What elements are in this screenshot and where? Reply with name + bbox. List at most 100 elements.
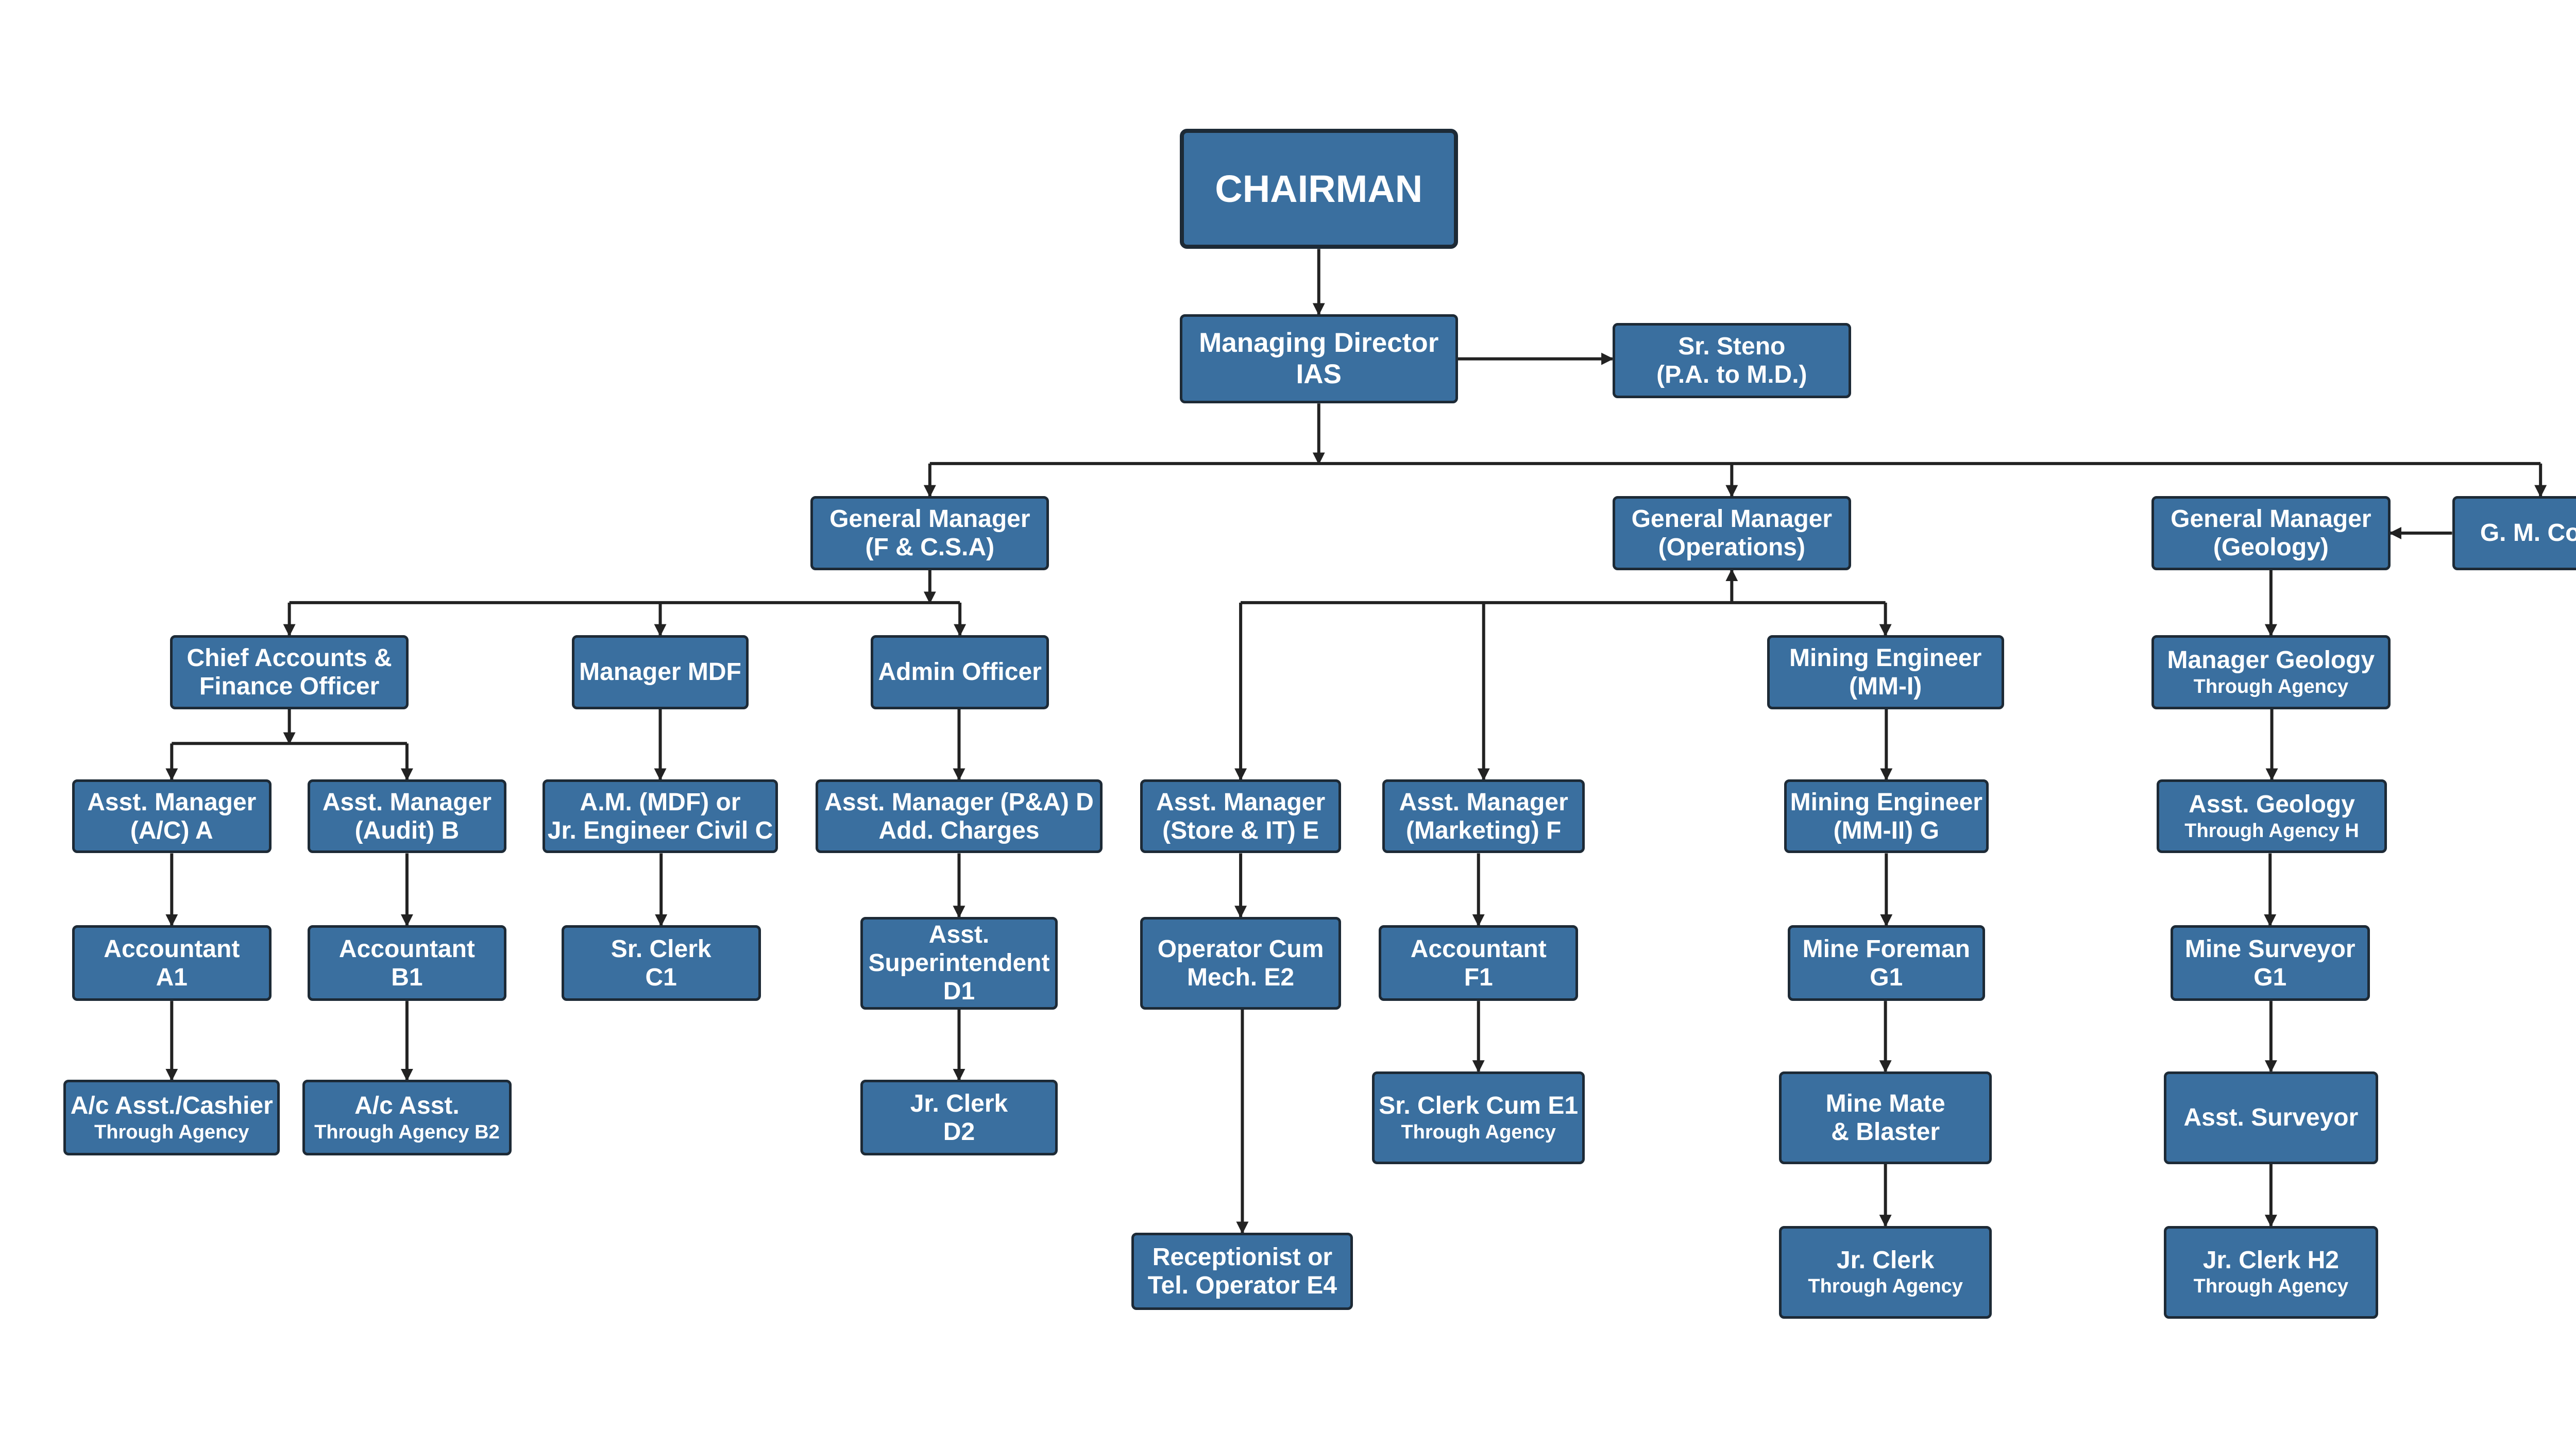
node-cafo: Chief Accounts &Finance Officer	[170, 635, 409, 709]
node-label: A1	[156, 963, 188, 991]
node-label: Asst. Surveyor	[2183, 1104, 2359, 1132]
node-label: Accountant	[1410, 935, 1547, 963]
node-label: Asst. Manager	[1399, 788, 1568, 816]
node-label: Accountant	[338, 935, 475, 963]
node-label: Asst. Manager (P&A) D	[824, 788, 1094, 816]
node-gm-ops: General Manager(Operations)	[1612, 496, 1851, 570]
node-label: (F & C.S.A)	[865, 533, 995, 561]
node-label: Mine Mate	[1825, 1089, 1945, 1117]
node-label: (MM-I)	[1849, 672, 1922, 700]
node-sublabel: Through Agency H	[2184, 820, 2359, 842]
node-label: G1	[2253, 963, 2287, 991]
node-label: Jr. Clerk	[910, 1089, 1008, 1117]
node-label: Receptionist or	[1152, 1243, 1333, 1271]
node-label: C1	[645, 963, 677, 991]
node-label: Mine Surveyor	[2184, 935, 2355, 963]
node-label: General Manager	[829, 505, 1030, 533]
node-label: B1	[391, 963, 423, 991]
node-label: (Marketing) F	[1406, 816, 1562, 844]
node-label: Mine Foreman	[1802, 935, 1970, 963]
node-sublabel: Through Agency	[2193, 1275, 2349, 1298]
node-am-audit: Asst. Manager(Audit) B	[307, 779, 507, 854]
node-label: Manager Geology	[2167, 646, 2375, 674]
node-label: (Audit) B	[354, 816, 460, 844]
node-label: Asst. Manager	[1156, 788, 1326, 816]
node-sublabel: Through Agency	[2193, 675, 2349, 697]
node-label: Sr. Clerk	[611, 935, 711, 963]
node-asst-surveyor: Asst. Surveyor	[2163, 1071, 2379, 1164]
node-sublabel: Through Agency	[1808, 1275, 1963, 1298]
node-label: A.M. (MDF) or	[580, 788, 741, 816]
node-label: Chief Accounts &	[187, 644, 392, 672]
node-label: & Blaster	[1831, 1118, 1940, 1146]
node-label: Accountant	[104, 935, 240, 963]
node-label: Jr. Engineer Civil C	[547, 816, 773, 844]
node-label: Mech. E2	[1187, 963, 1295, 991]
node-label: A/c Asst./Cashier	[70, 1092, 273, 1120]
node-gm-fcsa: General Manager(F & C.S.A)	[810, 496, 1049, 570]
node-label: A/c Asst.	[354, 1092, 460, 1120]
node-label: G1	[1870, 963, 1903, 991]
node-label: Managing Director	[1199, 327, 1439, 358]
node-label: General Manager	[2171, 505, 2371, 533]
node-label: Asst. Geology	[2189, 791, 2355, 819]
node-label: Manager MDF	[579, 658, 741, 686]
node-label: Asst. Manager	[87, 788, 257, 816]
node-label: Add. Charges	[878, 816, 1040, 844]
node-gm-geo: General Manager(Geology)	[2151, 496, 2391, 570]
node-label: Finance Officer	[199, 672, 380, 700]
node-label: Sr. Steno	[1678, 332, 1786, 360]
connector-lines	[165, 249, 2547, 1234]
node-label: Asst. Manager	[322, 788, 492, 816]
node-gm-coal: G. M. Coal	[2452, 496, 2576, 570]
node-label: Superintendent	[868, 949, 1050, 977]
node-sublabel: Through Agency	[94, 1121, 249, 1143]
node-label: (Store & IT) E	[1162, 816, 1319, 844]
node-mgr-mdf: Manager MDF	[571, 635, 749, 709]
node-label: (A/C) A	[130, 816, 213, 844]
node-am-mkt: Asst. Manager(Marketing) F	[1382, 779, 1585, 854]
node-label: Mining Engineer	[1790, 788, 1982, 816]
node-steno: Sr. Steno(P.A. to M.D.)	[1612, 322, 1851, 399]
node-label: Operator Cum	[1157, 935, 1324, 963]
node-label: Tel. Operator E4	[1147, 1272, 1337, 1300]
node-label: F1	[1464, 963, 1493, 991]
node-label: D2	[943, 1118, 975, 1146]
node-label: Mining Engineer	[1789, 644, 1982, 672]
node-sublabel: Through Agency B2	[314, 1121, 500, 1143]
node-label: General Manager	[1631, 505, 1833, 533]
node-me2: Mining Engineer(MM-II) G	[1784, 779, 1989, 854]
node-label: Jr. Clerk	[1836, 1247, 1935, 1274]
node-sublabel: Through Agency	[1401, 1121, 1556, 1143]
node-label: CHAIRMAN	[1215, 167, 1423, 211]
node-label: (Operations)	[1658, 533, 1805, 561]
node-label: G. M. Coal	[2480, 519, 2576, 547]
node-ac-asst: A/c Asst.Through Agency B2	[302, 1080, 512, 1156]
node-label: D1	[943, 978, 975, 1006]
node-me1: Mining Engineer(MM-I)	[1767, 635, 2004, 709]
node-label: Jr. Clerk H2	[2202, 1247, 2339, 1274]
node-label: Sr. Clerk Cum E1	[1379, 1092, 1579, 1120]
node-label: (P.A. to M.D.)	[1656, 361, 1807, 388]
node-chairman: CHAIRMAN	[1179, 128, 1458, 249]
node-mine-mate: Mine Mate& Blaster	[1778, 1071, 1992, 1164]
node-label: (Geology)	[2213, 533, 2329, 561]
